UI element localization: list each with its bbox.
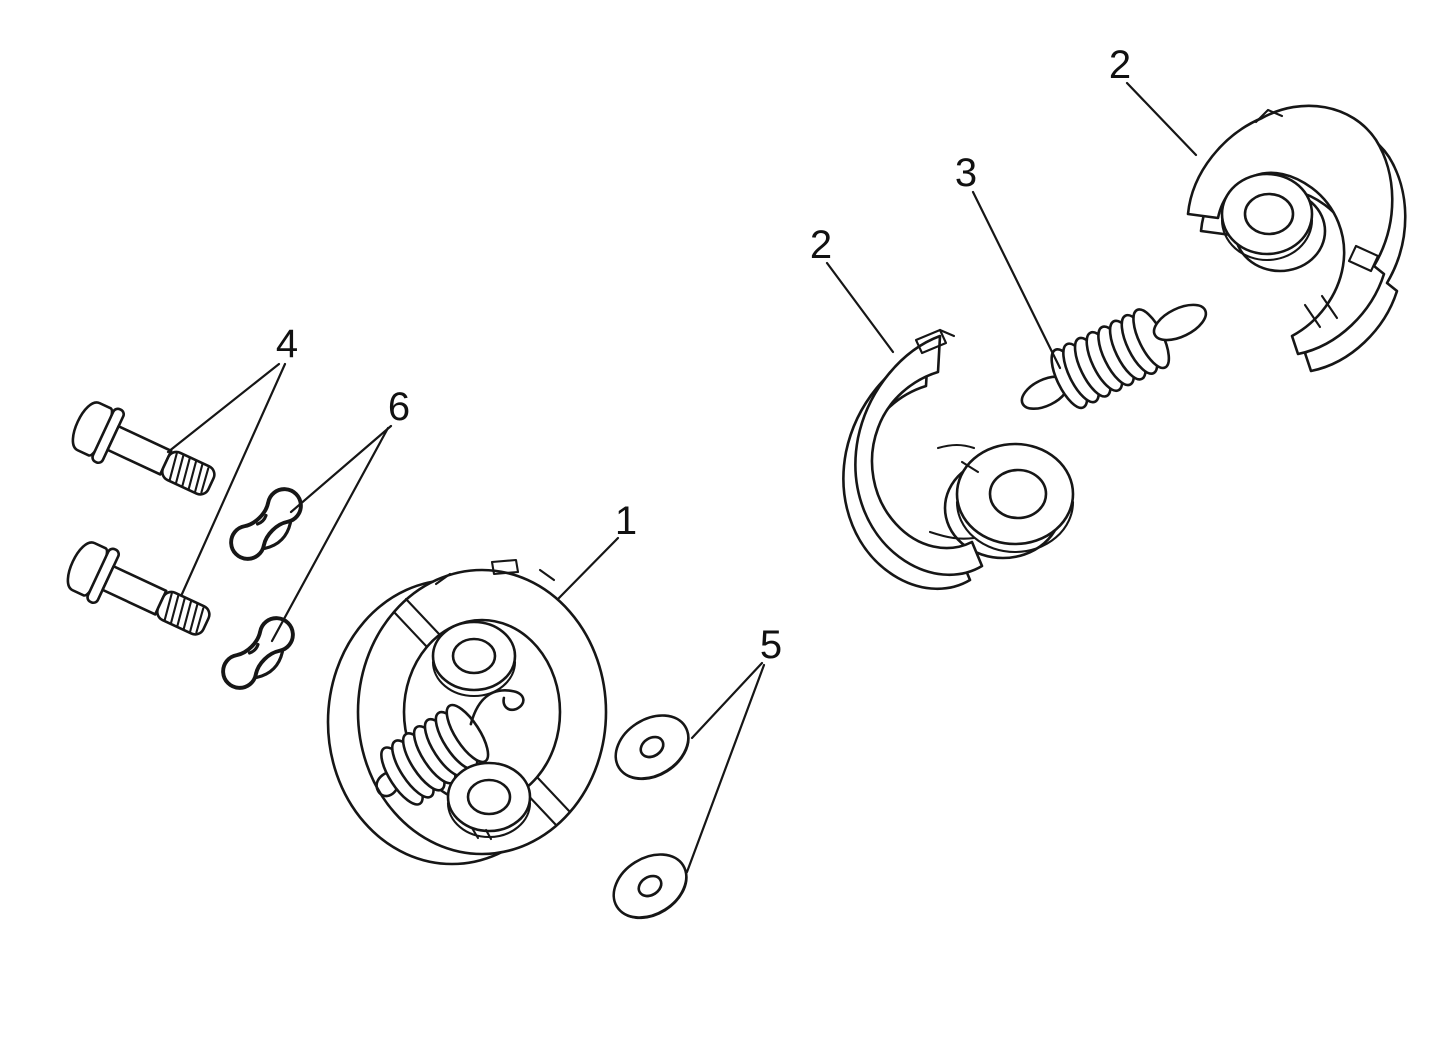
callout-label-1: 1 bbox=[615, 499, 637, 543]
washer-2 bbox=[600, 840, 700, 933]
leader-line-5a bbox=[690, 661, 764, 740]
washer-1 bbox=[602, 701, 702, 794]
clip-2 bbox=[214, 609, 306, 701]
leader-line-3 bbox=[971, 190, 1062, 370]
clutch-shoe-right bbox=[1186, 104, 1407, 373]
leader-line-6b bbox=[270, 426, 390, 643]
leader-line-1 bbox=[556, 536, 620, 601]
leader-line-2R bbox=[1125, 81, 1198, 157]
clip-1 bbox=[222, 480, 314, 572]
leader-line-4a bbox=[166, 362, 281, 454]
assembly-spring bbox=[375, 689, 525, 806]
leader-line-6a bbox=[289, 424, 393, 514]
leader-line-5b bbox=[685, 663, 766, 874]
callout-label-2-left: 2 bbox=[810, 223, 832, 267]
leader-line-4b bbox=[180, 362, 287, 596]
callout-label-4: 4 bbox=[276, 322, 298, 366]
bolt-2 bbox=[59, 534, 220, 652]
callout-label-5: 5 bbox=[760, 623, 782, 667]
callout-label-3: 3 bbox=[955, 151, 977, 195]
callout-label-6: 6 bbox=[388, 385, 410, 429]
clutch-assembly bbox=[326, 558, 608, 866]
clutch-shoe-left bbox=[842, 328, 1075, 591]
bolt-1 bbox=[64, 394, 225, 512]
leader-line-2L bbox=[825, 261, 895, 354]
tension-spring bbox=[1020, 303, 1208, 410]
callout-label-2-right: 2 bbox=[1109, 43, 1131, 87]
